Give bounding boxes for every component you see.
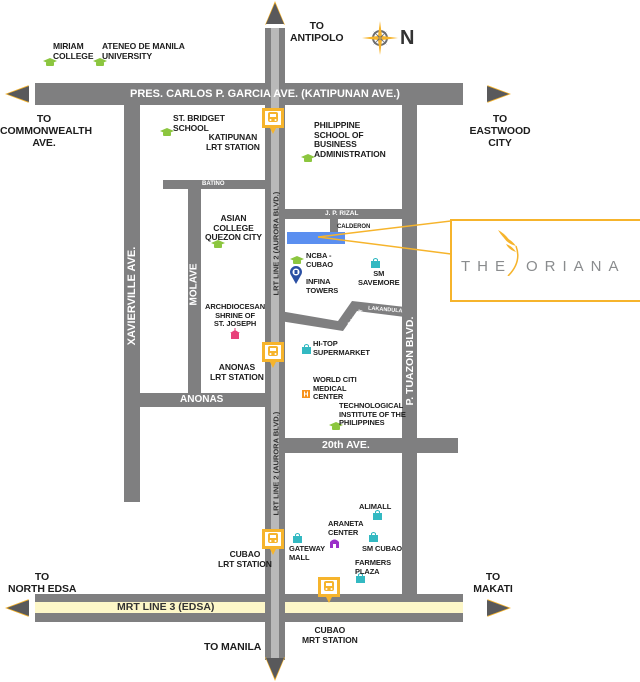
arrow-left-edsa-icon <box>5 599 29 617</box>
shopping-bag-icon <box>373 510 382 520</box>
label-lrt2-lower: LRT LINE 2 (AURORA BLVD.) <box>271 411 281 516</box>
arrow-up-icon <box>265 1 285 25</box>
ncba-label: NCBA -CUBAO <box>306 251 333 269</box>
to-north-edsa: TO NORTH EDSA <box>8 571 77 595</box>
label-molave: MOLAVE <box>188 263 200 306</box>
road-batino <box>163 180 265 189</box>
to-makati: TO MAKATI <box>473 571 513 595</box>
araneta-icon <box>330 539 339 548</box>
label-batino: BATINO <box>202 181 225 187</box>
label-calderon: CALDERON <box>337 224 371 230</box>
school-icon <box>211 240 225 248</box>
label-katipunan: PRES. CARLOS P. GARCIA AVE. (KATIPUNAN A… <box>130 88 400 100</box>
to-manila: TO MANILA <box>204 641 262 653</box>
road-molave <box>188 189 201 393</box>
location-pin-icon <box>290 266 302 284</box>
road-calderon <box>330 219 338 233</box>
sm-cubao-label: SM CUBAO <box>362 544 403 553</box>
cubao-lrt-station-label: CUBAO LRT STATION <box>218 549 272 569</box>
cubao-lrt-station-icon <box>262 529 284 555</box>
road-jp-rizal <box>285 209 402 219</box>
road-katipunan <box>35 83 463 105</box>
to-commonwealth: TO COMMONWEALTH AVE. <box>0 113 92 149</box>
label-jp-rizal: J. P. RIZAL <box>325 210 359 217</box>
shopping-bag-icon <box>293 533 302 543</box>
road-f-castillo <box>280 301 405 331</box>
school-icon <box>160 128 174 136</box>
arrow-right-edsa-icon <box>487 599 511 617</box>
mrt-line-3-track <box>35 602 463 613</box>
shopping-bag-icon <box>369 532 378 542</box>
compass-icon <box>362 21 398 55</box>
label-lrt2-upper: LRT LINE 2 (AURORA BLVD.) <box>271 191 281 296</box>
katipunan-station-label: KATIPUNAN LRT STATION <box>206 132 260 152</box>
road-20th-ave <box>285 438 458 453</box>
arrow-down-icon <box>265 657 285 681</box>
road-xavierville <box>124 105 140 502</box>
shopping-bag-icon <box>356 573 365 583</box>
alimall-label: ALIMALL <box>359 502 392 511</box>
road-p-tuazon <box>402 105 417 600</box>
school-icon <box>301 154 315 162</box>
label-anonas: ANONAS <box>180 394 224 405</box>
church-icon <box>230 328 240 339</box>
school-icon <box>93 58 107 66</box>
the-oriana-callout[interactable] <box>450 219 640 302</box>
label-p-tuazon: P. TUAZON BLVD. <box>404 316 416 406</box>
label-xavierville: XAVIERVILLE AVE. <box>126 246 138 346</box>
school-icon <box>329 422 343 430</box>
brand-oriana: ORIANA <box>526 258 626 275</box>
arrow-right-icon <box>487 85 511 103</box>
hospital-icon <box>302 390 310 398</box>
shopping-bag-icon <box>302 344 311 354</box>
katipunan-station-icon <box>262 108 284 134</box>
to-eastwood: TO EASTWOOD CITY <box>469 113 531 149</box>
brand-the: THE <box>461 258 512 275</box>
label-mrt3: MRT LINE 3 (EDSA) <box>117 601 215 613</box>
oriana-logo-icon <box>498 230 519 276</box>
callout-lines <box>317 219 452 255</box>
compass-north-label: N <box>400 27 415 49</box>
anonas-station-icon <box>262 342 284 368</box>
cubao-mrt-station-icon <box>318 577 340 603</box>
school-icon <box>290 256 304 264</box>
road-anonas <box>140 393 265 407</box>
school-icon <box>43 58 57 66</box>
arrow-left-icon <box>5 85 29 103</box>
anonas-station-label: ANONAS LRT STATION <box>210 362 264 382</box>
cubao-mrt-station-label: CUBAO MRT STATION <box>302 625 358 645</box>
label-20th-ave: 20th AVE. <box>322 439 370 451</box>
to-antipolo: TO ANTIPOLO <box>290 20 344 44</box>
shopping-bag-icon <box>371 258 380 268</box>
